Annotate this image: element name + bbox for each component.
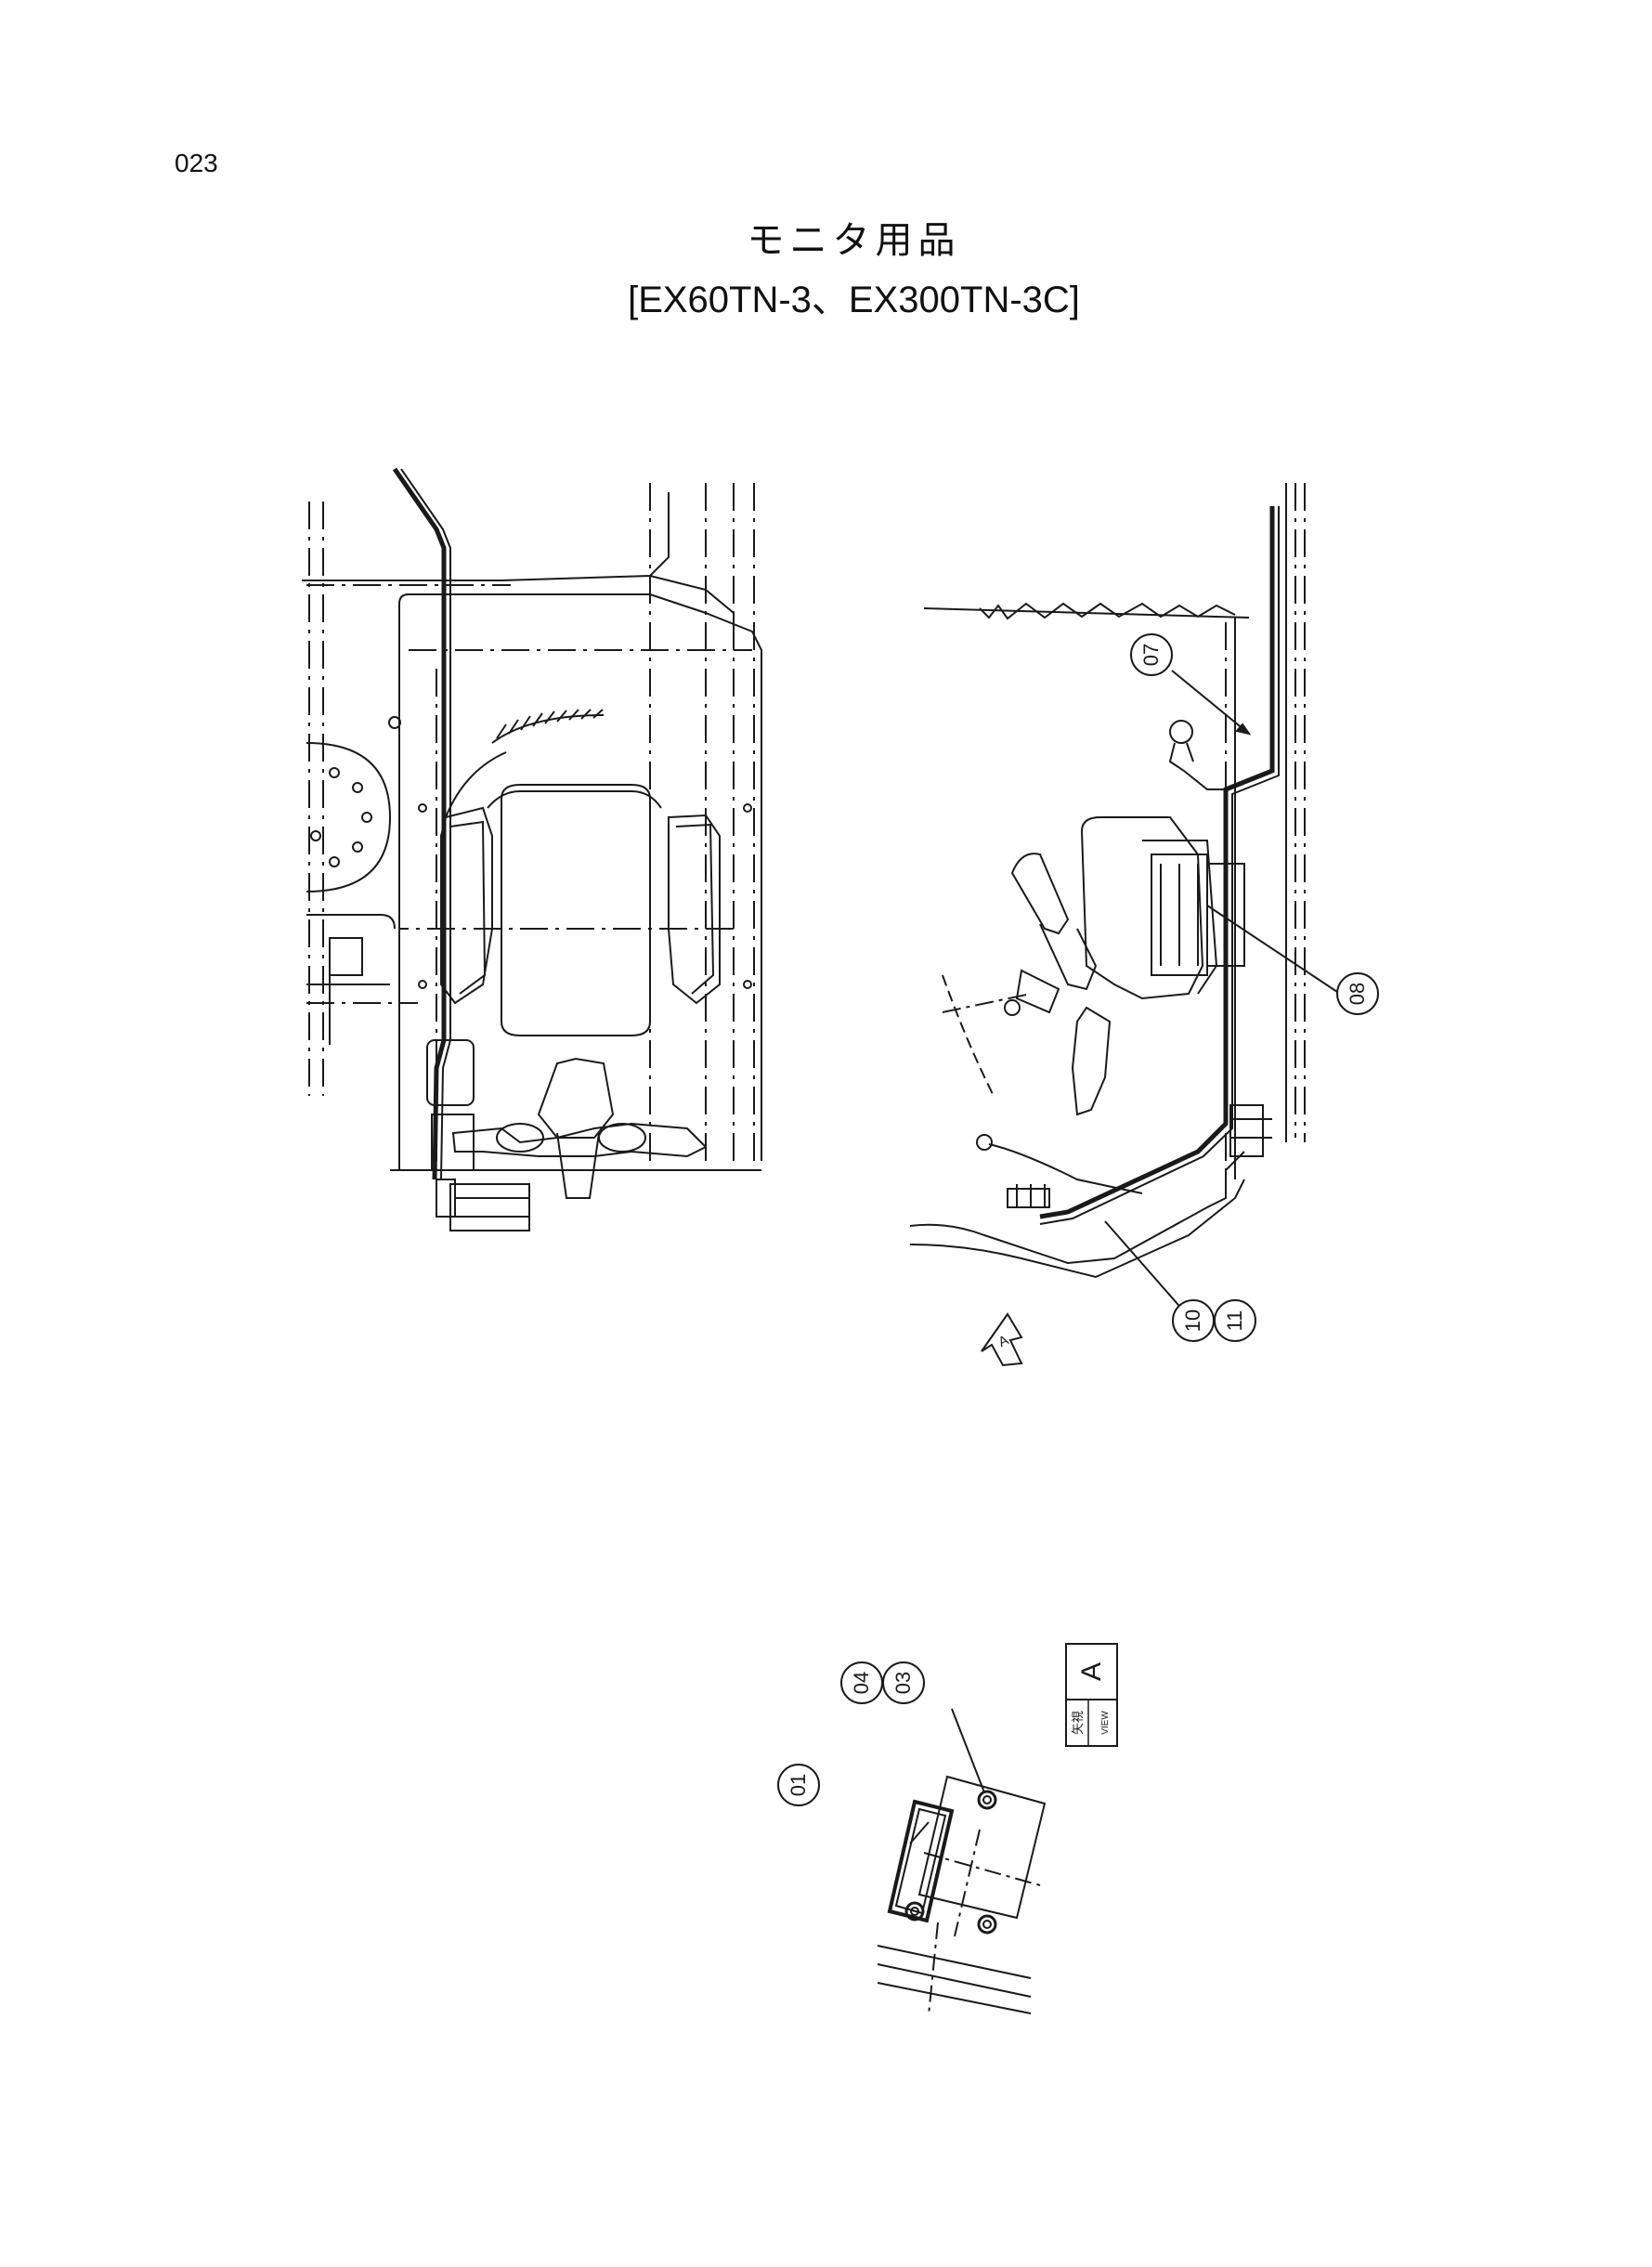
leader-lines <box>909 670 1338 1844</box>
page-number: 023 <box>175 149 218 177</box>
callout-01 <box>777 1764 820 1806</box>
callout-11-label: 11 <box>1223 1310 1246 1332</box>
view-box-en: VIEW <box>1100 1711 1111 1735</box>
callout-03 <box>882 1661 925 1704</box>
callout-10-label: 10 <box>1181 1309 1204 1332</box>
view-label-box: A 矢視 VIEW <box>1065 1643 1118 1747</box>
left-cab-view <box>302 467 762 1231</box>
right-side-view <box>909 483 1306 1279</box>
view-arrow: A <box>981 1312 1023 1367</box>
view-a-monitor <box>877 1775 1047 2016</box>
callout-04-label: 04 <box>850 1672 873 1694</box>
callout-08 <box>1336 972 1379 1015</box>
view-box-letter: A <box>1076 1662 1107 1681</box>
callout-11 <box>1214 1299 1256 1342</box>
callout-07-label: 07 <box>1139 644 1163 666</box>
view-box-jp: 矢視 <box>1071 1711 1085 1735</box>
callout-07 <box>1130 633 1173 676</box>
callout-03-label: 03 <box>891 1672 915 1694</box>
page-title: モニタ用品 <box>747 219 961 262</box>
callout-08-label: 08 <box>1346 983 1369 1005</box>
model-list: [EX60TN-3、EX300TN-3C] <box>628 280 1080 320</box>
callout-01-label: 01 <box>787 1774 810 1796</box>
